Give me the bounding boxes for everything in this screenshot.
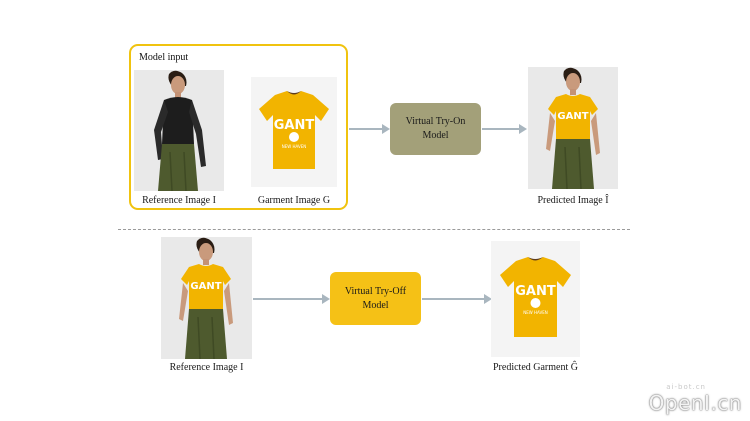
reference-image-caption-bottom: Reference Image I <box>169 362 244 373</box>
arrow-to-predicted-garment <box>422 293 492 305</box>
svg-text:GANT: GANT <box>274 118 315 133</box>
svg-text:NEW HAVEN: NEW HAVEN <box>282 144 307 149</box>
predicted-image: GANT <box>528 67 618 189</box>
svg-text:GANT: GANT <box>557 111 588 122</box>
svg-text:NEW HAVEN: NEW HAVEN <box>523 310 548 315</box>
predicted-garment-caption: Predicted Garment Ĝ <box>493 362 578 373</box>
virtual-try-on-model: Virtual Try-On Model <box>390 103 481 155</box>
virtual-try-off-label: Virtual Try-Off Model <box>344 285 407 311</box>
model-input-frame <box>129 44 348 210</box>
watermark: OpenI.cn <box>648 391 742 415</box>
garment-image: GANT NEW HAVEN <box>251 77 337 187</box>
virtual-try-on-label: Virtual Try-On Model <box>405 116 466 141</box>
garment-image-caption: Garment Image G <box>257 195 331 206</box>
model-input-title: Model input <box>139 52 189 63</box>
reference-image-black-top <box>134 70 224 191</box>
svg-text:GANT: GANT <box>190 281 221 292</box>
reference-image-caption-top: Reference Image I <box>142 195 216 206</box>
reference-image-yellow-shirt: GANT <box>161 237 252 359</box>
section-divider <box>118 229 630 230</box>
predicted-image-caption: Predicted Image Î <box>537 195 609 206</box>
predicted-garment-image: GANT NEW HAVEN <box>491 241 580 357</box>
arrow-to-try-on <box>349 123 390 135</box>
arrow-to-predicted-image <box>482 123 527 135</box>
virtual-try-off-model: Virtual Try-Off Model <box>330 272 421 325</box>
svg-text:GANT: GANT <box>515 284 556 299</box>
arrow-to-try-off <box>253 293 330 305</box>
watermark-small: ai-bot.cn <box>666 383 706 391</box>
